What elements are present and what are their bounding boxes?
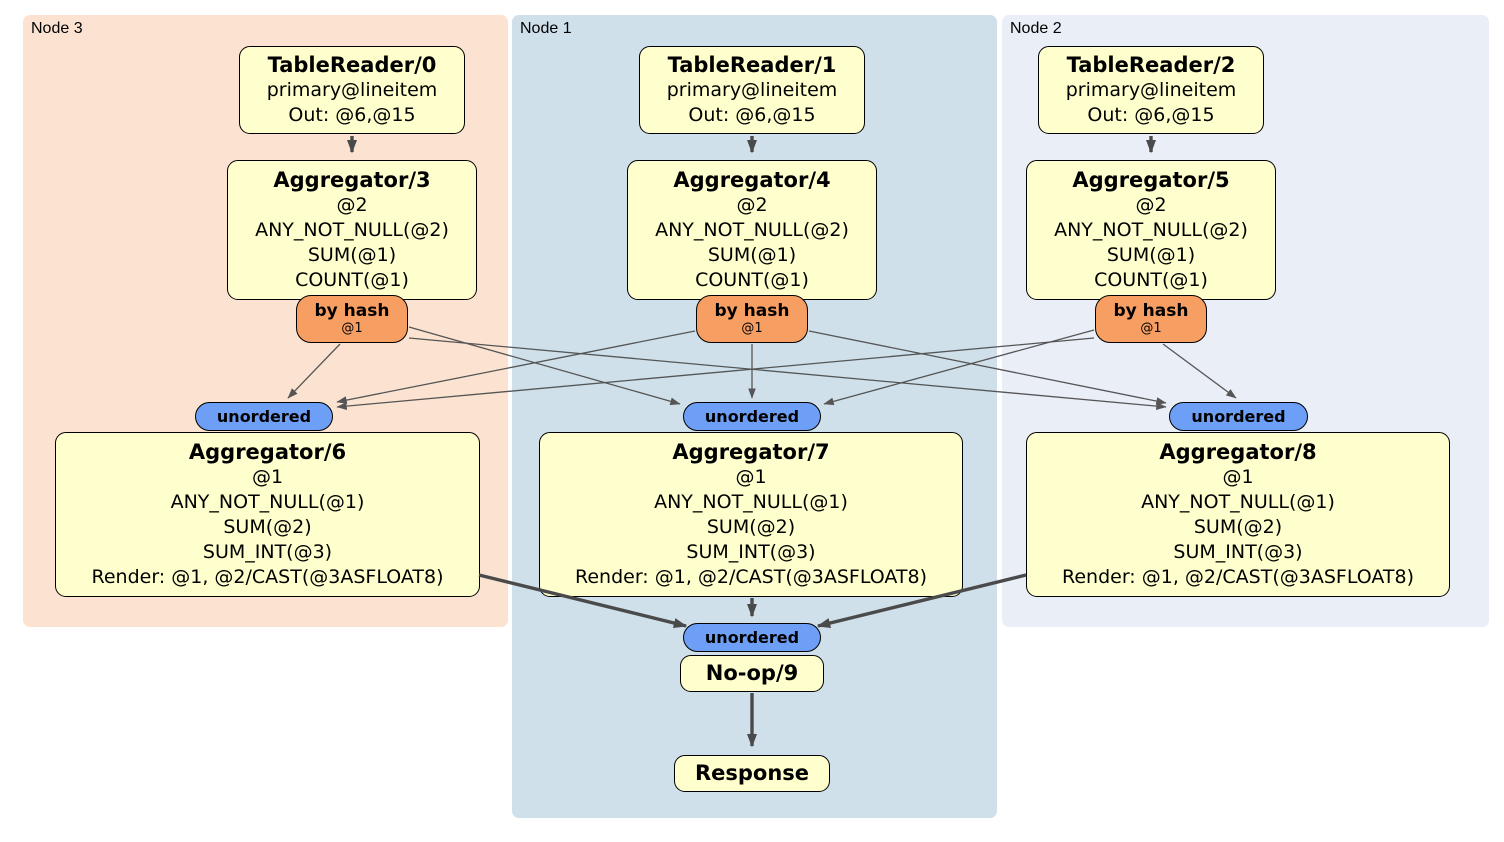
operator-detail: Out: @6,@15 — [1087, 103, 1215, 126]
operator-detail: SUM(@2) — [1193, 515, 1283, 538]
operator-detail: Out: @6,@15 — [288, 103, 416, 126]
operator-title: No-op/9 — [705, 661, 799, 685]
operator-title: Aggregator/5 — [1072, 167, 1230, 192]
router-columns: @1 — [1140, 321, 1162, 336]
response-box: Response — [674, 755, 830, 792]
operator-title: TableReader/0 — [267, 52, 437, 77]
node-group-label: Node 3 — [31, 20, 83, 37]
router-label: by hash — [1113, 301, 1189, 321]
aggregator-6-box: Aggregator/6 @1 ANY_NOT_NULL(@1) SUM(@2)… — [55, 432, 480, 597]
noop-box: No-op/9 — [680, 655, 824, 692]
operator-detail: Out: @6,@15 — [688, 103, 816, 126]
operator-title: Aggregator/7 — [672, 439, 830, 464]
aggregator-7-box: Aggregator/7 @1 ANY_NOT_NULL(@1) SUM(@2)… — [539, 432, 963, 597]
operator-title: TableReader/1 — [667, 52, 837, 77]
aggregator-4-box: Aggregator/4 @2 ANY_NOT_NULL(@2) SUM(@1)… — [627, 160, 877, 300]
router-columns: @1 — [741, 321, 763, 336]
operator-detail: primary@lineitem — [266, 78, 438, 101]
operator-detail: @2 — [736, 193, 768, 216]
operator-detail: SUM(@2) — [706, 515, 796, 538]
sync-label: unordered — [1191, 407, 1286, 426]
sync-label: unordered — [704, 628, 800, 647]
operator-detail: @2 — [336, 193, 368, 216]
operator-detail: SUM_INT(@3) — [686, 540, 816, 563]
hash-router-0: by hash @1 — [296, 295, 408, 343]
router-label: by hash — [314, 301, 390, 321]
sync-label: unordered — [704, 407, 800, 426]
unordered-sync-0: unordered — [195, 402, 333, 431]
operator-title: Aggregator/4 — [673, 167, 831, 192]
operator-detail: @1 — [1222, 465, 1254, 488]
unordered-sync-final: unordered — [683, 623, 821, 652]
unordered-sync-2: unordered — [1169, 402, 1308, 431]
operator-detail: ANY_NOT_NULL(@2) — [1054, 218, 1248, 241]
aggregator-5-box: Aggregator/5 @2 ANY_NOT_NULL(@2) SUM(@1)… — [1026, 160, 1276, 300]
operator-detail: primary@lineitem — [666, 78, 838, 101]
hash-router-2: by hash @1 — [1095, 295, 1207, 343]
unordered-sync-1: unordered — [683, 402, 821, 431]
node-group-label: Node 1 — [520, 20, 572, 37]
node-group-label: Node 2 — [1010, 20, 1062, 37]
operator-detail: ANY_NOT_NULL(@1) — [654, 490, 848, 513]
operator-detail: SUM(@1) — [1106, 243, 1196, 266]
operator-title: Aggregator/3 — [273, 167, 431, 192]
operator-detail: COUNT(@1) — [295, 268, 409, 291]
operator-detail: SUM(@1) — [707, 243, 797, 266]
operator-detail: primary@lineitem — [1065, 78, 1237, 101]
table-reader-1-box: TableReader/1 primary@lineitem Out: @6,@… — [639, 46, 865, 134]
table-reader-2-box: TableReader/2 primary@lineitem Out: @6,@… — [1038, 46, 1264, 134]
operator-detail: ANY_NOT_NULL(@2) — [255, 218, 449, 241]
aggregator-3-box: Aggregator/3 @2 ANY_NOT_NULL(@2) SUM(@1)… — [227, 160, 477, 300]
operator-detail: @1 — [251, 465, 284, 488]
hash-router-1: by hash @1 — [696, 295, 808, 343]
operator-title: TableReader/2 — [1066, 52, 1236, 77]
operator-title: Aggregator/8 — [1159, 439, 1317, 464]
table-reader-0-box: TableReader/0 primary@lineitem Out: @6,@… — [239, 46, 465, 134]
operator-detail: SUM_INT(@3) — [202, 540, 333, 563]
operator-detail: COUNT(@1) — [695, 268, 809, 291]
operator-detail: ANY_NOT_NULL(@2) — [655, 218, 849, 241]
operator-detail: @1 — [735, 465, 767, 488]
operator-detail: @2 — [1135, 193, 1167, 216]
operator-title: Aggregator/6 — [188, 439, 347, 464]
sync-label: unordered — [216, 407, 312, 426]
operator-detail: SUM(@2) — [223, 515, 312, 538]
aggregator-8-box: Aggregator/8 @1 ANY_NOT_NULL(@1) SUM(@2)… — [1026, 432, 1450, 597]
operator-detail: Render: @1, @2/CAST(@3ASFLOAT8) — [575, 565, 927, 588]
operator-title: Response — [694, 761, 810, 785]
operator-detail: ANY_NOT_NULL(@1) — [170, 490, 365, 513]
router-columns: @1 — [341, 321, 363, 336]
router-label: by hash — [714, 301, 790, 321]
operator-detail: SUM(@1) — [307, 243, 397, 266]
operator-detail: Render: @1, @2/CAST(@3ASFLOAT8) — [1062, 565, 1414, 588]
operator-detail: SUM_INT(@3) — [1173, 540, 1303, 563]
operator-detail: ANY_NOT_NULL(@1) — [1141, 490, 1335, 513]
operator-detail: COUNT(@1) — [1094, 268, 1208, 291]
operator-detail: Render: @1, @2/CAST(@3ASFLOAT8) — [91, 565, 444, 588]
